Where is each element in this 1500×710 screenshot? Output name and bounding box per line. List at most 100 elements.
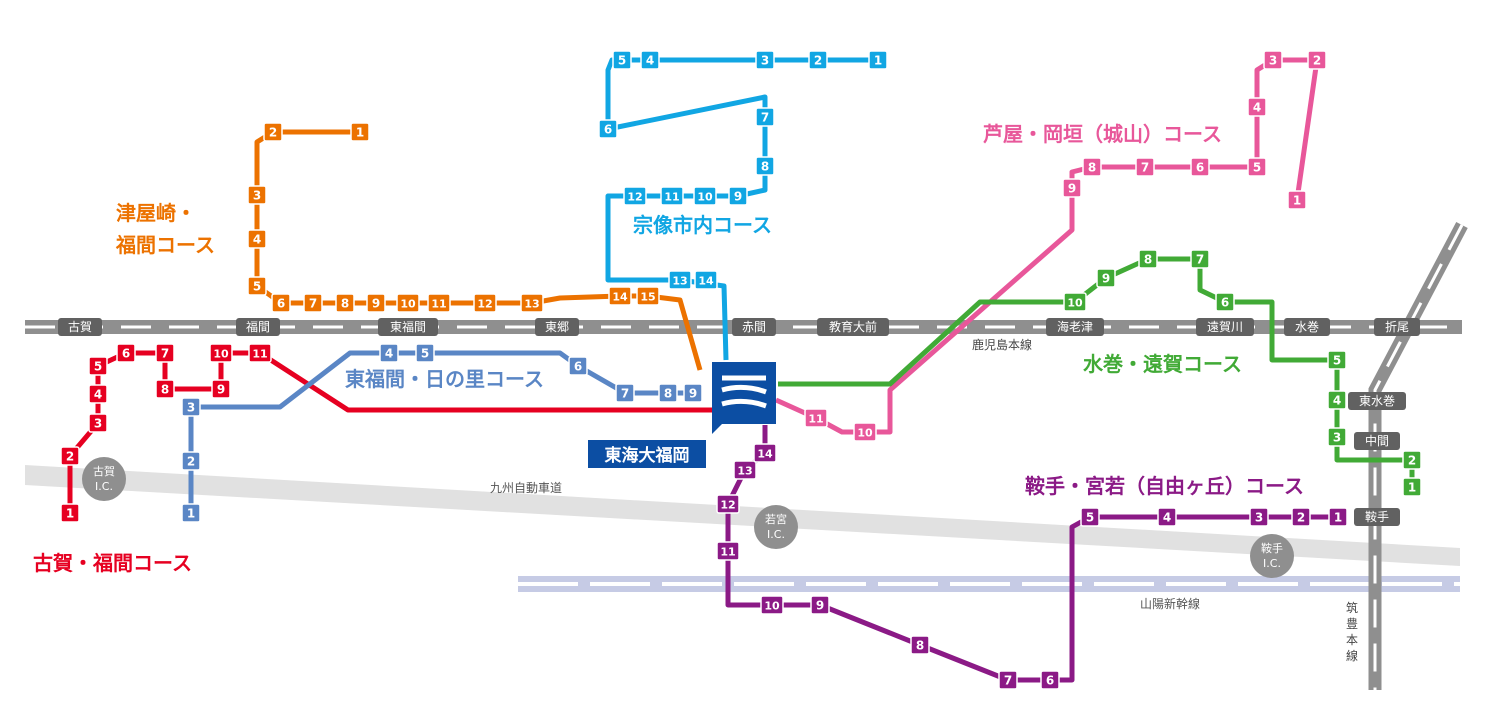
stop-number: 13 bbox=[672, 275, 687, 288]
stop-badge bbox=[753, 443, 777, 463]
stop-number: 3 bbox=[1269, 54, 1277, 68]
stop-tsuyazaki-15: 15 bbox=[636, 286, 660, 306]
stop-kurate-6: 6 bbox=[1040, 670, 1060, 690]
station-fukuma: 福間 bbox=[236, 318, 280, 336]
stop-number: 7 bbox=[1004, 674, 1012, 688]
stop-number: 4 bbox=[1163, 511, 1171, 525]
stop-number: 3 bbox=[187, 401, 195, 415]
stop-badge bbox=[755, 107, 775, 127]
stop-badge bbox=[693, 186, 717, 206]
stop-number: 1 bbox=[356, 126, 364, 140]
ic-kurate-name: 鞍手 bbox=[1261, 541, 1283, 555]
route-name-higashifukuma: 東福間・日の里コース bbox=[345, 367, 544, 391]
ic-kurate-ic: I.C. bbox=[1263, 557, 1281, 570]
campus-logo bbox=[712, 362, 776, 424]
stop-ashiya-3: 3 bbox=[1263, 50, 1283, 70]
stop-higashifukuma-1: 1 bbox=[181, 503, 201, 523]
route-line-tsuyazaki bbox=[254, 129, 703, 371]
stop-kurate-13: 13 bbox=[733, 460, 757, 480]
stop-badge bbox=[1327, 350, 1347, 370]
chikuho-label-2: 豊 bbox=[1346, 617, 1358, 631]
stop-munakata-4: 4 bbox=[640, 50, 660, 70]
chikuho-label-1: 筑 bbox=[1346, 600, 1358, 615]
stop-number: 11 bbox=[720, 546, 735, 559]
stop-higashifukuma-4: 4 bbox=[379, 343, 399, 363]
stop-tsuyazaki-14: 14 bbox=[608, 286, 632, 306]
stop-number: 2 bbox=[1313, 54, 1321, 68]
stop-ashiya-9: 9 bbox=[1062, 178, 1082, 198]
stop-number: 11 bbox=[431, 298, 446, 311]
route-line-higashifukuma bbox=[188, 350, 700, 513]
stop-munakata-14: 14 bbox=[694, 270, 718, 290]
stop-badge bbox=[1402, 450, 1422, 470]
stop-munakata-8: 8 bbox=[755, 156, 775, 176]
route-name-ashiya: 芦屋・岡垣（城山）コース bbox=[983, 122, 1222, 146]
stop-kurate-14: 14 bbox=[753, 443, 777, 463]
route-name-tsuyazaki-2: 福間コース bbox=[115, 233, 215, 257]
stop-number: 1 bbox=[1334, 511, 1342, 525]
stop-badge bbox=[350, 122, 370, 142]
stop-badge bbox=[88, 413, 108, 433]
stop-number: 7 bbox=[621, 387, 629, 401]
stop-badge bbox=[247, 185, 267, 205]
campus-name: 東海大福岡 bbox=[605, 445, 690, 466]
stop-number: 7 bbox=[761, 111, 769, 125]
route-name-mizumaki: 水巻・遠賀コース bbox=[1083, 352, 1242, 376]
stop-badge bbox=[1328, 507, 1348, 527]
stop-tsuyazaki-5: 5 bbox=[247, 276, 267, 296]
stop-number: 10 bbox=[1067, 297, 1083, 310]
stop-munakata-11: 11 bbox=[660, 186, 684, 206]
stop-koga-10: 10 bbox=[209, 343, 233, 363]
stop-number: 4 bbox=[94, 388, 102, 402]
station-label-orio: 折尾 bbox=[1385, 319, 1409, 334]
stop-badge bbox=[716, 494, 740, 514]
stop-badge bbox=[88, 384, 108, 404]
stop-number: 8 bbox=[916, 639, 924, 653]
stop-number: 5 bbox=[618, 54, 626, 68]
stop-badge bbox=[1307, 50, 1327, 70]
stop-number: 9 bbox=[217, 383, 225, 397]
stop-number: 1 bbox=[1293, 194, 1301, 208]
stop-badge bbox=[248, 343, 272, 363]
stop-badge bbox=[335, 293, 355, 313]
stop-ashiya-5: 5 bbox=[1247, 157, 1267, 177]
stop-kurate-9: 9 bbox=[810, 595, 830, 615]
stop-badge bbox=[808, 50, 828, 70]
stop-koga-3: 3 bbox=[88, 413, 108, 433]
stop-badge bbox=[910, 635, 930, 655]
stop-number: 9 bbox=[1102, 272, 1110, 286]
stop-badge bbox=[694, 270, 718, 290]
stop-number: 1 bbox=[1408, 481, 1416, 495]
station-label-kyoiku-daimae: 教育大前 bbox=[829, 319, 877, 334]
stop-badge bbox=[636, 286, 660, 306]
stop-badge bbox=[1249, 507, 1269, 527]
ic-koga: 古賀I.C. bbox=[82, 457, 126, 501]
stop-higashifukuma-5: 5 bbox=[415, 343, 435, 363]
tokai-logo-icon bbox=[721, 375, 767, 409]
stop-higashifukuma-2: 2 bbox=[181, 451, 201, 471]
stop-munakata-7: 7 bbox=[755, 107, 775, 127]
stop-badge bbox=[1327, 390, 1347, 410]
stop-number: 12 bbox=[720, 499, 735, 512]
stop-number: 14 bbox=[612, 291, 628, 304]
stop-number: 13 bbox=[737, 465, 752, 478]
stop-ashiya-6: 6 bbox=[1190, 157, 1210, 177]
stop-badge bbox=[1247, 97, 1267, 117]
stop-number: 6 bbox=[277, 297, 285, 311]
stop-number: 5 bbox=[421, 347, 429, 361]
stop-number: 13 bbox=[524, 298, 539, 311]
stop-number: 12 bbox=[627, 191, 642, 204]
stop-kurate-5: 5 bbox=[1080, 507, 1100, 527]
stop-ashiya-10: 10 bbox=[853, 422, 877, 442]
stop-number: 2 bbox=[1297, 511, 1305, 525]
station-label-akama: 赤間 bbox=[742, 320, 766, 334]
stop-number: 9 bbox=[1068, 182, 1076, 196]
stop-number: 3 bbox=[253, 189, 261, 203]
shinkansen-label: 山陽新幹線 bbox=[1140, 596, 1200, 611]
stop-ashiya-11: 11 bbox=[804, 408, 828, 428]
route-name-kurate: 鞍手・宮若（自由ヶ丘）コース bbox=[1025, 474, 1304, 498]
station-label-nakama: 中間 bbox=[1365, 433, 1389, 448]
route-line-ashiya bbox=[774, 57, 1320, 435]
stop-kurate-3: 3 bbox=[1249, 507, 1269, 527]
stop-tsuyazaki-2: 2 bbox=[263, 122, 283, 142]
